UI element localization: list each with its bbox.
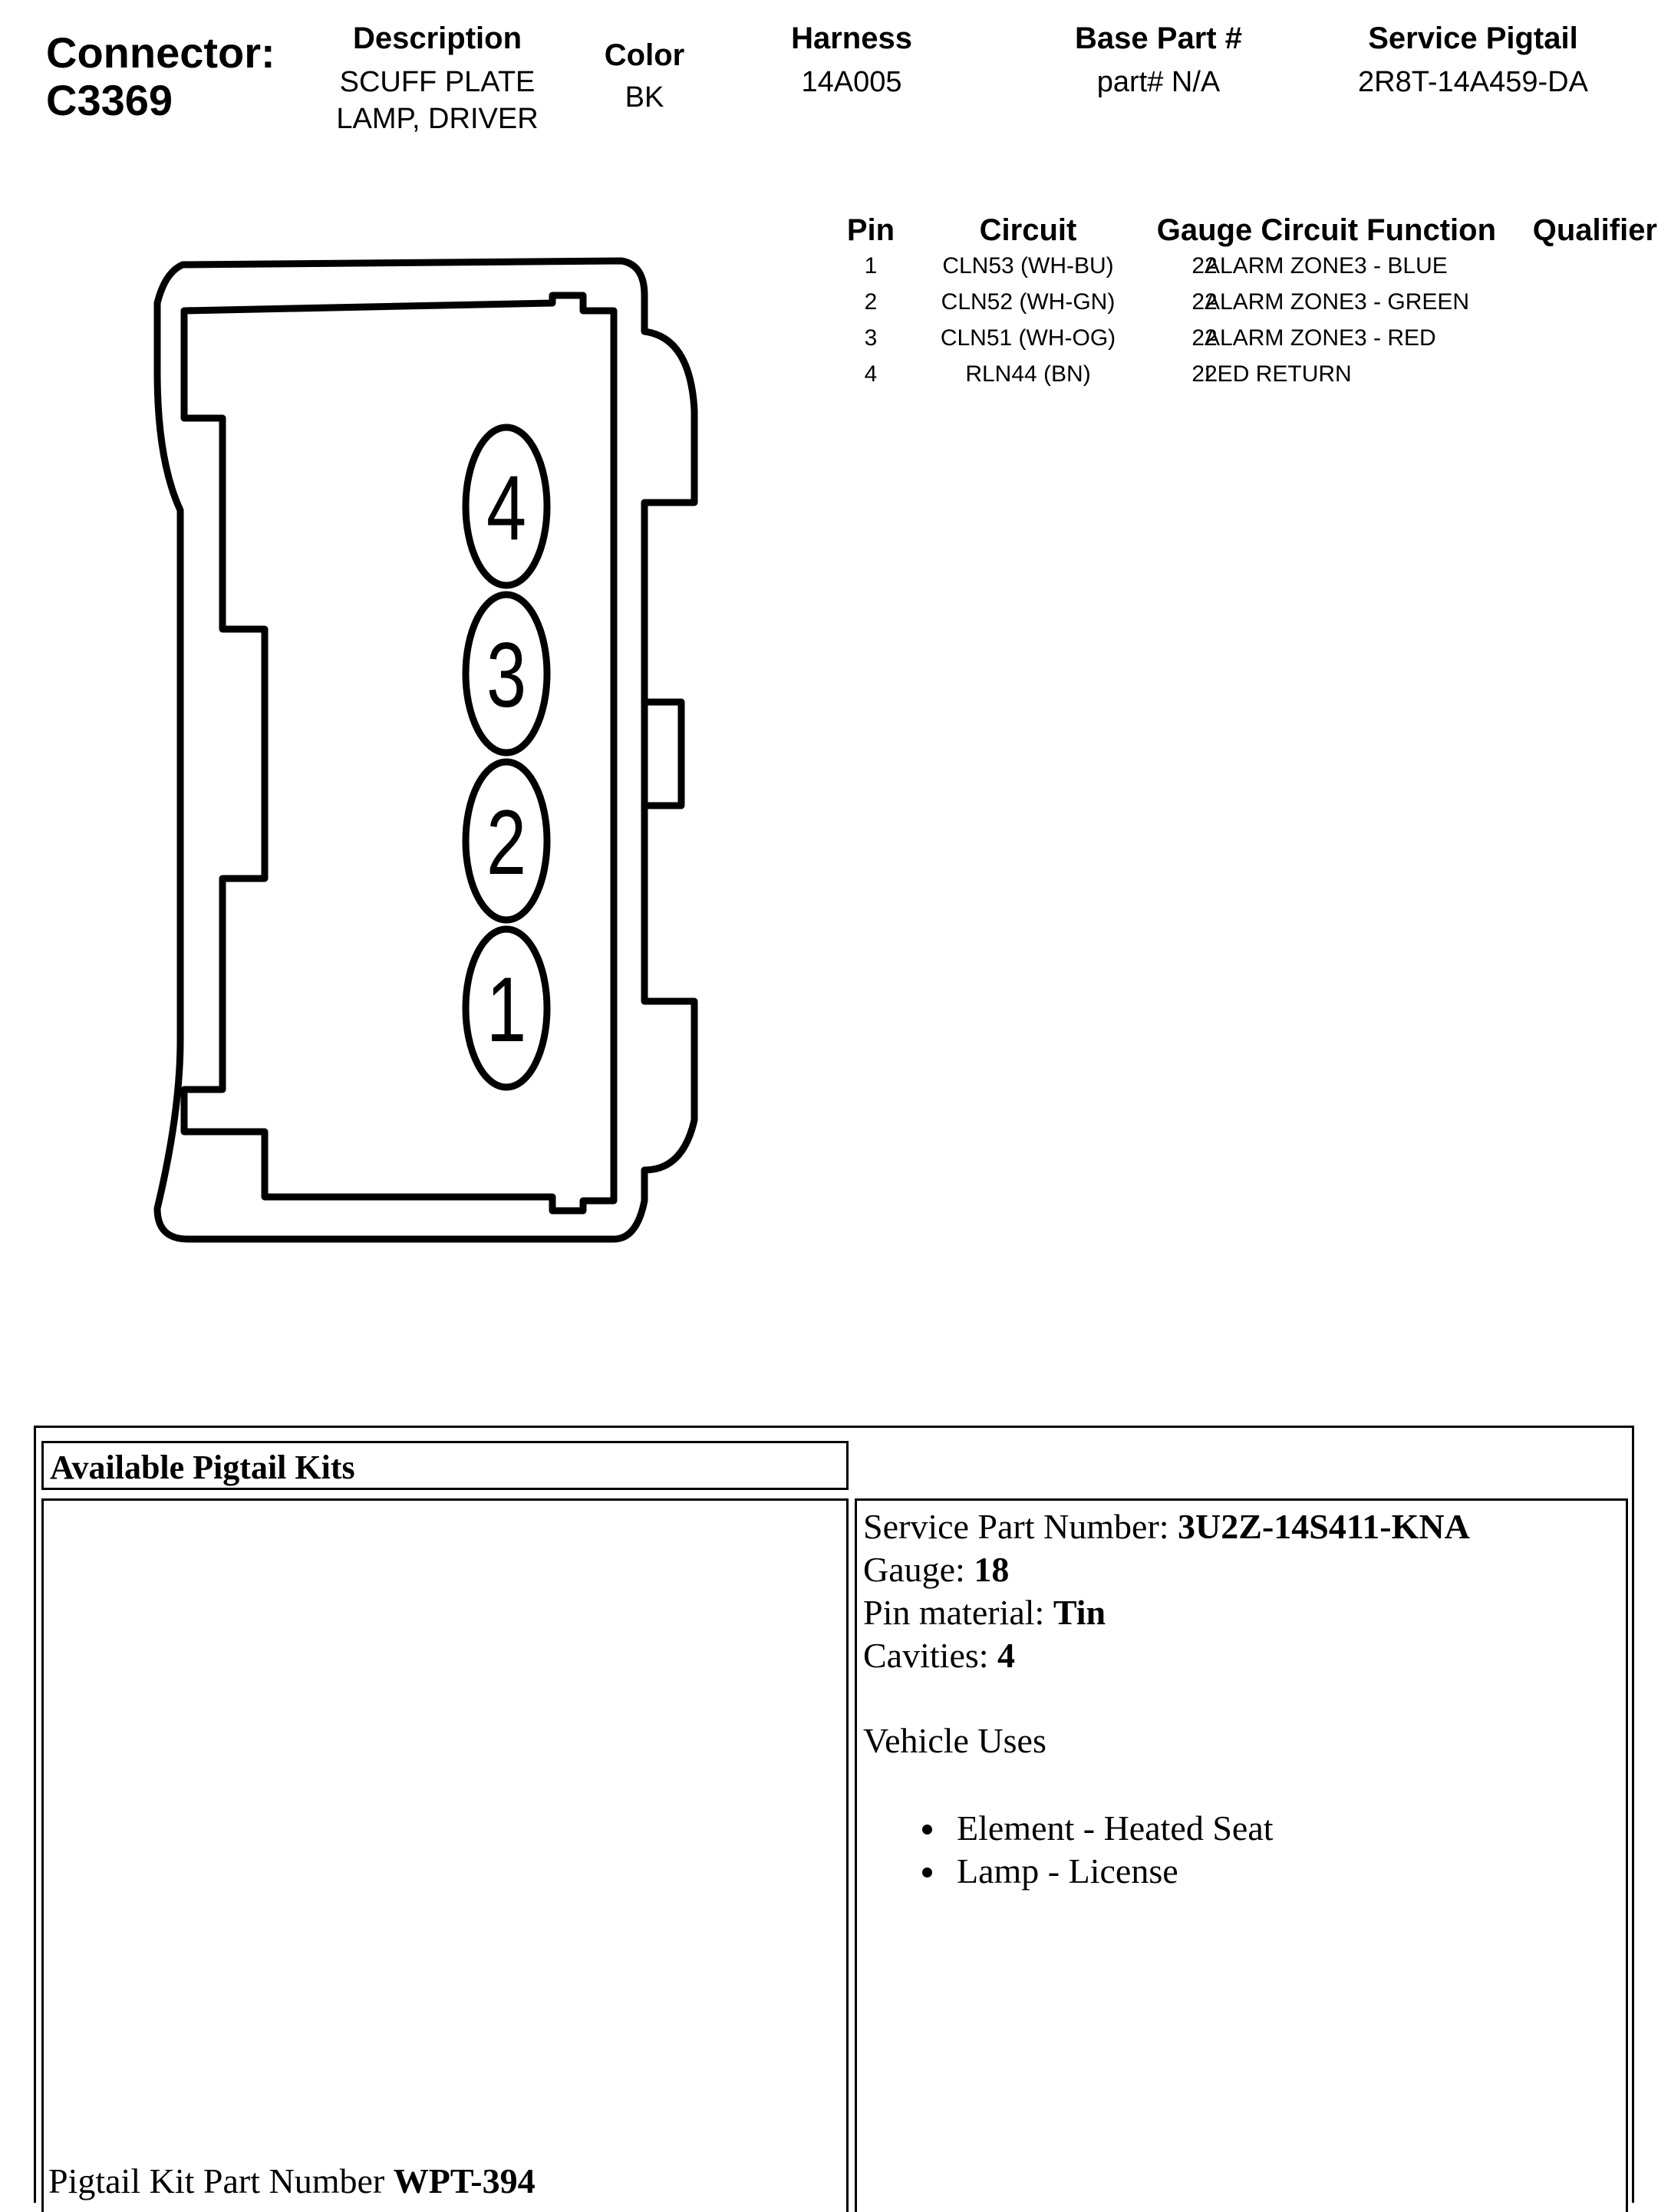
- pin-cavity-label: 2: [486, 791, 526, 894]
- table-row: 1 CLN53 (WH-BU) 22 ALARM ZONE3 - BLUE: [836, 253, 1650, 289]
- cavities-value: 4: [997, 1636, 1016, 1675]
- harness-value: 14A005: [801, 66, 902, 98]
- pin-cavity-4: 4: [462, 424, 551, 589]
- description-line2: LAMP, DRIVER: [336, 103, 539, 135]
- kit-gauge-value: 18: [974, 1550, 1010, 1589]
- list-item: Lamp - License: [922, 1850, 1620, 1893]
- pin-cavity-circle: [462, 591, 551, 757]
- circuit-function-value: ALARM ZONE3 - RED: [1205, 325, 1436, 351]
- table-row: 3 CLN51 (WH-OG) 22 ALARM ZONE3 - RED: [836, 325, 1650, 361]
- service-part-line: Service Part Number: 3U2Z-14S411-KNA: [863, 1505, 1620, 1548]
- gauge-value: 22: [1191, 361, 1218, 387]
- connector-label-text: Connector:: [46, 28, 275, 77]
- kits-title: Available Pigtail Kits: [50, 1449, 355, 1486]
- list-item: Element - Heated Seat: [922, 1807, 1620, 1850]
- gauge-line: Gauge: 18: [863, 1548, 1620, 1591]
- pin-material-label: Pin material:: [863, 1593, 1053, 1632]
- cavities-label: Cavities:: [863, 1636, 998, 1675]
- circuit-value: CLN53 (WH-BU): [942, 253, 1114, 279]
- kit-image-cell: Pigtail Kit Part Number WPT-394: [41, 1498, 849, 2212]
- circuit-function-value: ALARM ZONE3 - BLUE: [1205, 253, 1448, 279]
- gauge-header: Gauge: [1156, 213, 1253, 247]
- vehicle-uses-label: Vehicle Uses: [863, 1721, 1046, 1760]
- color-label: Color: [604, 38, 685, 72]
- gauge-value: 22: [1191, 325, 1218, 351]
- kit-part-value: WPT-394: [393, 2161, 536, 2200]
- color-value: BK: [625, 81, 664, 114]
- pin-table-header: Pin Circuit Gauge Circuit Function Quali…: [836, 213, 1657, 253]
- circuit-value: CLN52 (WH-GN): [941, 289, 1116, 315]
- base-part-value: part# N/A: [1096, 66, 1221, 98]
- pin-cavity-label: 4: [486, 457, 526, 559]
- color-column: Color BK: [583, 38, 706, 116]
- base-part-label: Base Part #: [1075, 21, 1242, 55]
- pin-table-body: 1 CLN53 (WH-BU) 22 ALARM ZONE3 - BLUE 2 …: [836, 253, 1650, 397]
- pin-table: Pin Circuit Gauge Circuit Function Quali…: [836, 213, 1657, 397]
- pin-number: 1: [864, 253, 878, 279]
- connector-inner-outline: [180, 292, 618, 1215]
- harness-label: Harness: [791, 21, 912, 55]
- gauge-value: 22: [1191, 253, 1218, 279]
- kit-details-cell: Service Part Number: 3U2Z-14S411-KNA Gau…: [855, 1498, 1628, 2212]
- connector-label: Connector: C3369: [46, 29, 275, 124]
- kit-details: Service Part Number: 3U2Z-14S411-KNA Gau…: [857, 1501, 1626, 1897]
- circuit-value: CLN51 (WH-OG): [940, 325, 1116, 351]
- pin-cavity-label: 1: [486, 958, 526, 1061]
- service-part-value: 3U2Z-14S411-KNA: [1178, 1507, 1470, 1546]
- kit-part-label: Pigtail Kit Part Number: [48, 2161, 394, 2200]
- pin-number: 3: [864, 325, 878, 351]
- connector-face-diagram: 4 3 2 1: [153, 257, 698, 1243]
- connector-id: C3369: [46, 76, 173, 124]
- service-pigtail-value: 2R8T-14A459-DA: [1358, 66, 1588, 98]
- table-row: 2 CLN52 (WH-GN) 22 ALARM ZONE3 - GREEN: [836, 289, 1650, 325]
- circuit-header: Circuit: [979, 213, 1077, 247]
- gauge-value: 22: [1191, 289, 1218, 315]
- circuit-function-header: Circuit Function: [1261, 213, 1496, 247]
- harness-column: Harness 14A005: [737, 21, 967, 101]
- service-pigtail-label: Service Pigtail: [1368, 21, 1578, 55]
- pin-header: Pin: [846, 213, 895, 247]
- service-part-label: Service Part Number:: [863, 1507, 1178, 1546]
- pin-cavity-3: 3: [462, 591, 551, 757]
- pin-number: 2: [864, 289, 878, 315]
- kit-gauge-label: Gauge:: [863, 1550, 974, 1589]
- description-column: Description SCUFF PLATE LAMP, DRIVER: [307, 21, 568, 137]
- base-part-column: Base Part # part# N/A: [1028, 21, 1289, 101]
- circuit-function-value: LED RETURN: [1205, 361, 1352, 387]
- description-line1: SCUFF PLATE: [339, 66, 536, 98]
- pin-cavity-2: 2: [462, 758, 551, 924]
- pin-number: 4: [864, 361, 878, 387]
- pin-cavities: 4 3 2 1: [462, 424, 551, 1091]
- connector-outer-outline: [153, 257, 698, 1243]
- table-row: 4 RLN44 (BN) 22 LED RETURN: [836, 361, 1650, 397]
- pin-cavity-circle: [462, 424, 551, 589]
- circuit-value: RLN44 (BN): [965, 361, 1091, 387]
- circuit-function-value: ALARM ZONE3 - GREEN: [1205, 289, 1470, 315]
- service-pigtail-column: Service Pigtail 2R8T-14A459-DA: [1312, 21, 1634, 101]
- connector-latch-tab: [641, 698, 685, 809]
- kits-title-cell: Available Pigtail Kits: [41, 1441, 849, 1490]
- description-label: Description: [352, 21, 522, 55]
- kit-part-number: Pigtail Kit Part Number WPT-394: [48, 2160, 536, 2203]
- cavities-line: Cavities: 4: [863, 1634, 1620, 1677]
- pigtail-kits-outer: [34, 1426, 1634, 2203]
- pin-cavity-1: 1: [462, 925, 551, 1091]
- pin-cavity-circle: [462, 758, 551, 924]
- pin-cavity-label: 3: [486, 624, 526, 727]
- pin-material-line: Pin material: Tin: [863, 1591, 1620, 1634]
- qualifier-header: Qualifier: [1532, 213, 1657, 247]
- pin-material-value: Tin: [1053, 1593, 1106, 1632]
- vehicle-uses-list: Element - Heated Seat Lamp - License: [911, 1807, 1620, 1893]
- pin-cavity-circle: [462, 925, 551, 1091]
